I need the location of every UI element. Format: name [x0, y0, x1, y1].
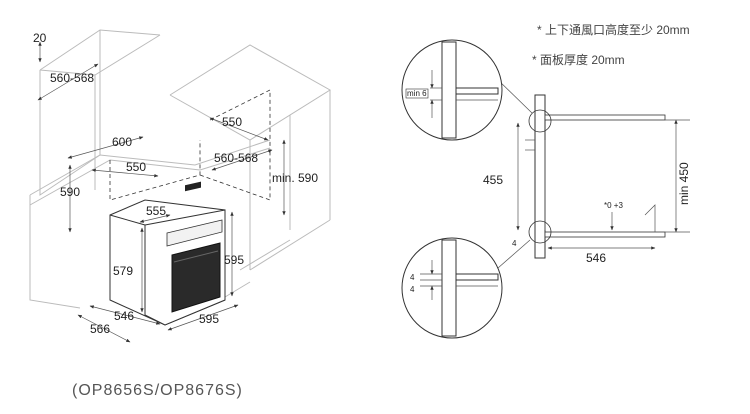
note-panel-thickness: * 面板厚度 20mm [532, 52, 625, 67]
dim-550-right: 550 [222, 115, 242, 129]
dim-455: 455 [483, 173, 503, 187]
detail-bottom [401, 237, 503, 339]
dim-560-568-top: 560-568 [50, 71, 94, 85]
cross-section-drawing: * 上下通風口高度至少 20mm * 面板厚度 20mm 455 [401, 22, 691, 339]
section-main [495, 77, 690, 269]
dim-546: 546 [114, 309, 134, 323]
dim-tolerance: *0 +3 [604, 201, 623, 210]
dim-min-6: min 6 [407, 89, 427, 98]
dim-595-side: 595 [224, 253, 244, 267]
dim-20: 20 [33, 31, 47, 45]
dim-546-right: 546 [586, 251, 606, 265]
note-vent-height: * 上下通風口高度至少 20mm [537, 22, 690, 37]
oven [109, 181, 226, 326]
left-dimension-lines [37, 41, 286, 343]
dim-560-568-right: 560-568 [214, 151, 258, 165]
cabinet-isometric-drawing: 20 560-568 600 550 590 555 579 546 566 5… [29, 29, 331, 343]
dim-595-bottom: 595 [199, 312, 219, 326]
dim-566: 566 [90, 322, 110, 336]
detail-top [401, 39, 503, 141]
dim-4-lower: 4 [410, 285, 415, 294]
dim-4-upper: 4 [410, 273, 415, 282]
dim-550-left: 550 [126, 160, 146, 174]
model-caption: (OP8656S/OP8676S) [72, 382, 243, 399]
dim-600: 600 [112, 135, 132, 149]
dim-579: 579 [113, 264, 133, 278]
dim-min-590: min. 590 [272, 171, 318, 185]
dim-min-450: min 450 [677, 162, 691, 205]
dim-4-main: 4 [512, 239, 517, 248]
dim-590: 590 [60, 185, 80, 199]
dim-555: 555 [146, 204, 166, 218]
